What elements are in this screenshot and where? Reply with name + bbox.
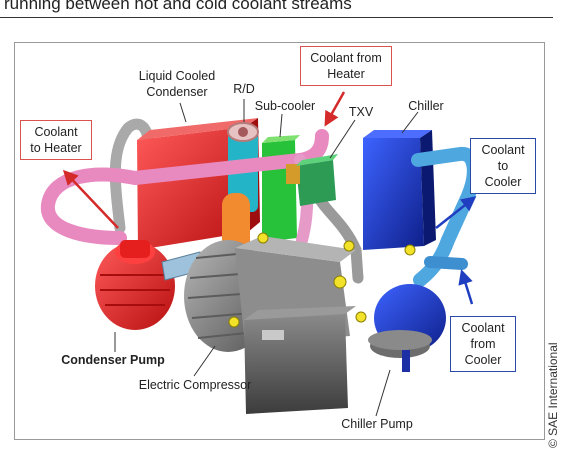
chiller-top <box>363 130 432 138</box>
credit-sae-international: © SAE International <box>546 342 560 448</box>
arrow-to-heater <box>62 169 119 229</box>
leader-compressor <box>193 345 216 377</box>
leader-chiller <box>401 111 419 134</box>
label-chiller-pump: Chiller Pump <box>341 417 413 431</box>
label-liquid-cooled-condenser: Liquid Cooled Condenser <box>138 69 216 99</box>
top-rule <box>0 17 553 18</box>
label-chiller: Chiller <box>408 99 444 113</box>
condenser-body <box>137 127 248 250</box>
label-rd: R/D <box>233 82 255 96</box>
label-txv: TXV <box>348 105 374 119</box>
leader-subcooler <box>279 113 283 138</box>
box-coolant-from-heater: Coolant from Heater <box>300 46 392 86</box>
txv-fitting <box>286 164 300 184</box>
orange-fitting <box>222 193 250 255</box>
box-coolant-from-cooler: Coolant from Cooler <box>450 316 516 372</box>
label-sub-cooler: Sub-cooler <box>254 99 316 113</box>
leader-chiller-pump <box>375 369 391 417</box>
refrigerant-line-right <box>314 194 364 284</box>
arrow-from-heater <box>324 91 346 127</box>
chiller-body <box>363 138 424 250</box>
cold-coolant-hose <box>411 147 481 287</box>
leader-condenser <box>179 102 187 123</box>
top-caption: running between hot and cold coolant str… <box>4 0 352 13</box>
leader-txv <box>329 119 356 159</box>
arrow-to-cooler <box>435 196 477 229</box>
box-coolant-to-cooler: Coolant to Cooler <box>470 138 536 194</box>
condenser-top <box>137 118 258 140</box>
label-condenser-pump: Condenser Pump <box>61 353 165 367</box>
compressor-inverter-box <box>244 314 348 414</box>
label-electric-compressor: Electric Compressor <box>138 378 252 392</box>
arrow-from-cooler <box>458 269 474 305</box>
box-coolant-to-heater: Coolant to Heater <box>20 120 92 160</box>
condenser-pump-housing <box>95 242 175 330</box>
txv-body <box>296 160 336 206</box>
